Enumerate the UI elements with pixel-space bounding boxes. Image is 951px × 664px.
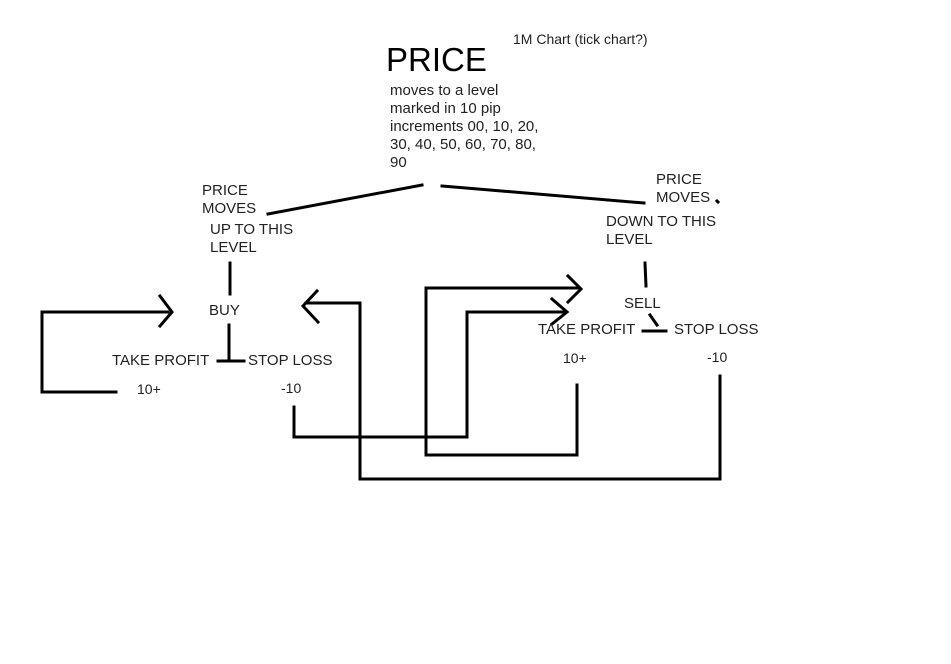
sell-junction-stem <box>647 312 660 328</box>
sell-take-profit-loop <box>424 286 580 457</box>
sell-price-moves: PRICE MOVES <box>656 171 711 206</box>
buy-direction: UP TO THIS LEVEL <box>210 221 294 256</box>
buy-label: BUY <box>209 302 240 319</box>
price-description: moves to a level marked in 10 pip increm… <box>390 82 539 171</box>
stray-dot <box>714 198 721 205</box>
buy-take-profit-label: TAKE PROFIT <box>112 352 210 369</box>
sell-level-line <box>643 261 648 288</box>
sell-direction: DOWN TO THIS LEVEL <box>606 213 717 248</box>
buy-stop-loss-label: STOP LOSS <box>248 352 333 369</box>
branch-line-right <box>440 184 646 205</box>
branch-line-left <box>266 183 424 216</box>
sell-stop-loss-to-buy <box>304 301 722 481</box>
buy-stop-loss-to-sell <box>292 310 566 439</box>
price-title: PRICE <box>386 41 487 78</box>
buy-stop-arrowhead <box>549 296 570 327</box>
sell-loop-arrowhead <box>565 273 584 305</box>
sell-stop-loss-label: STOP LOSS <box>674 321 759 338</box>
buy-take-profit-value: 10+ <box>137 381 161 397</box>
buy-take-profit-loop <box>40 310 170 394</box>
buy-stop-loss-value: -10 <box>281 380 302 396</box>
buy-price-moves: PRICE MOVES <box>202 182 257 217</box>
sell-label: SELL <box>624 295 661 312</box>
buy-loop-arrowhead <box>157 293 174 329</box>
sell-stop-loss-value: -10 <box>707 349 728 365</box>
sell-take-profit-label: TAKE PROFIT <box>538 321 636 338</box>
chart-note: 1M Chart (tick chart?) <box>513 31 648 47</box>
sell-take-profit-value: 10+ <box>563 350 587 366</box>
sell-stop-arrowhead <box>300 288 321 325</box>
